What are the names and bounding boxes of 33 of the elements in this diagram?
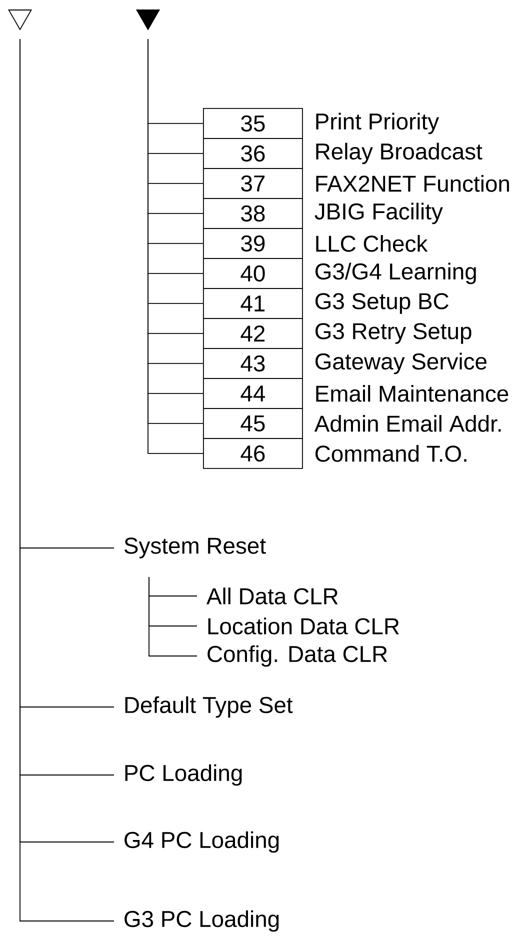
menu-item: G3 PC Loading [124,910,279,932]
number-box: 35 [203,108,303,139]
item-label: Relay Broadcast [316,142,482,164]
item-label: Admin Email Addr. [314,415,501,432]
menu-item: Location Data CLR [208,618,399,634]
number-box: 38 [203,198,303,229]
item-label: LLC Check [316,235,428,252]
menu-item: System Reset [124,538,266,558]
number-box: 45 [203,408,303,439]
tree-connector [148,576,198,656]
item-label: JBIG Facility [314,202,443,224]
number-box: 43 [203,348,303,379]
number-box: 42 [203,318,303,349]
item-label: G3 Retry Setup [316,323,472,344]
number-box: 46 [203,438,303,469]
item-label: Email Maintenance [316,385,508,402]
number-box: 41 [203,288,303,319]
menu-item: Default Type Set [125,696,293,718]
item-label: Print Priority [316,112,440,134]
number-box: 40 [203,258,303,289]
menu-item: All Data CLR [206,588,338,604]
item-label: G3 Setup BC [316,293,448,314]
item-label: Gateway Service [316,352,486,374]
item-label: Command T.O. [316,445,466,462]
menu-item: PC Loading [125,764,242,786]
number-box: 37 [203,168,303,199]
menu-item: Config. Data CLR [208,645,388,667]
menu-item: G4 PC Loading [124,831,279,853]
number-box: 36 [203,138,303,169]
number-box: 39 [203,228,303,259]
item-label: FAX2NET Function [316,175,509,192]
item-label: G3/G4 Learning [316,262,476,284]
number-box: 44 [203,378,303,409]
